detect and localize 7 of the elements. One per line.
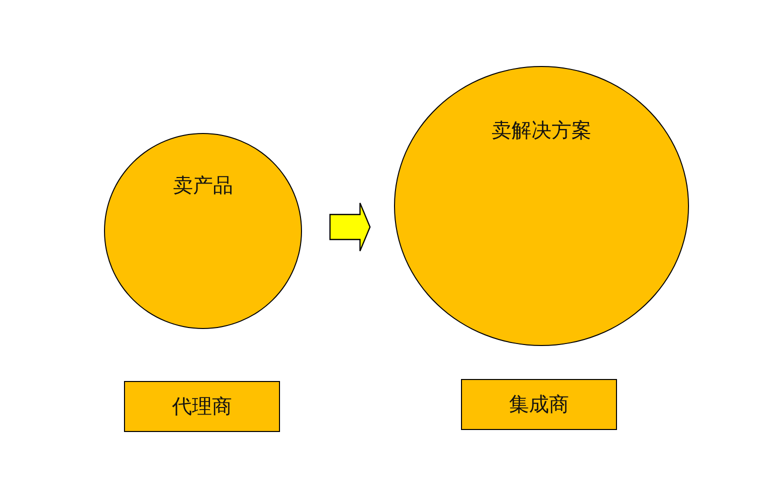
node-label: 卖产品 — [173, 172, 233, 199]
node-label: 集成商 — [509, 391, 569, 418]
node-label: 卖解决方案 — [492, 117, 592, 144]
node-label: 代理商 — [172, 393, 232, 420]
block-arrow — [329, 202, 371, 252]
label-box — [124, 381, 280, 432]
label-box — [461, 379, 617, 430]
